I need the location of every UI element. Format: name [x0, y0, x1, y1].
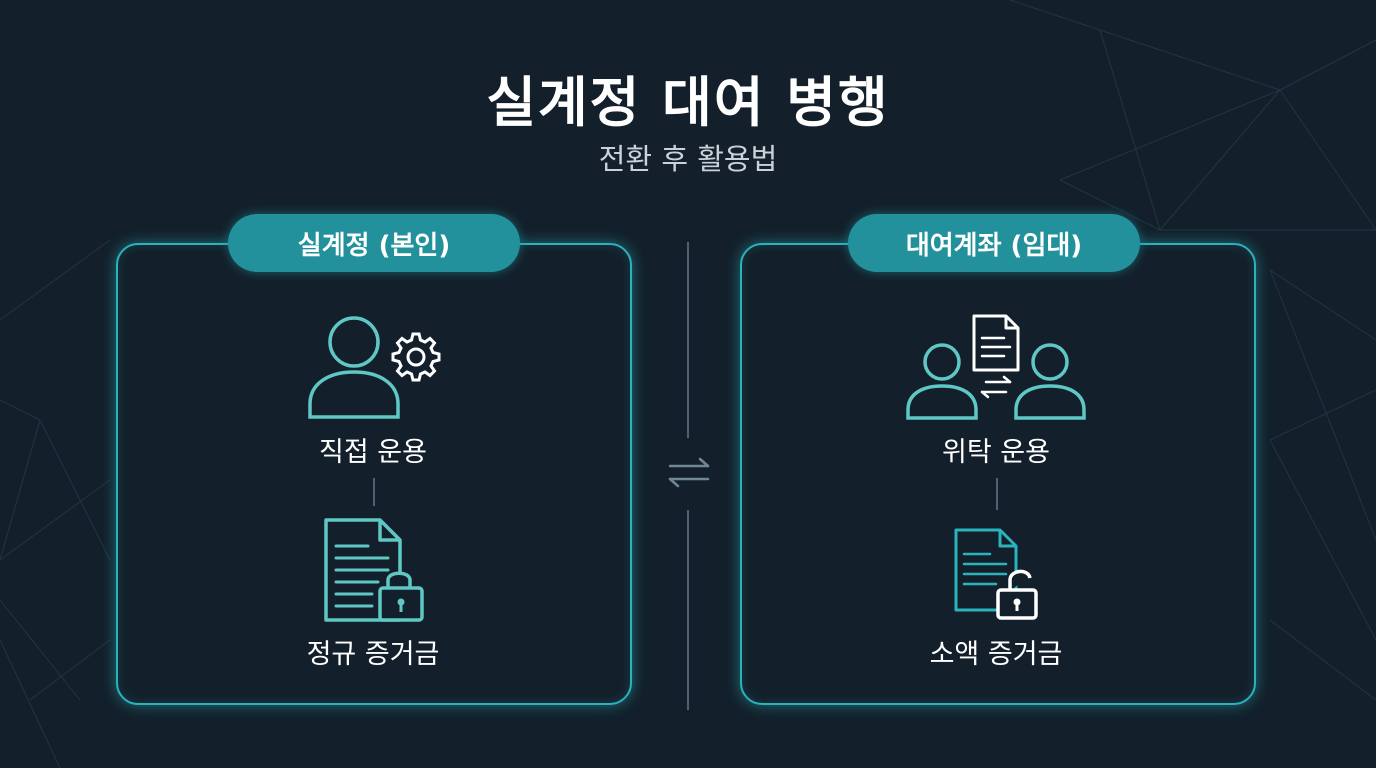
user-gear-icon — [308, 316, 441, 419]
document-lock-icon — [324, 518, 424, 622]
small-margin-label: 소액 증거금 — [929, 639, 1063, 670]
delegated-operation-label: 위탁 운용 — [942, 437, 1050, 468]
direct-operation-label: 직접 운용 — [319, 437, 427, 468]
regular-margin-label: 정규 증거금 — [306, 639, 440, 670]
center-divider-bottom — [687, 510, 689, 710]
panel-rental-account-header: 대여계좌 (임대) — [848, 214, 1140, 272]
right-connector-line — [996, 478, 998, 510]
document-unlock-icon — [954, 528, 1038, 620]
page-title: 실계정 대여 병행 — [486, 71, 890, 134]
users-exchange-document-icon — [906, 314, 1086, 420]
left-connector-line — [373, 478, 375, 506]
page-subtitle: 전환 후 활용법 — [598, 142, 778, 176]
center-divider-top — [687, 242, 689, 438]
panel-own-account-header: 실계정 (본인) — [228, 214, 520, 272]
exchange-arrows-icon — [668, 457, 710, 488]
